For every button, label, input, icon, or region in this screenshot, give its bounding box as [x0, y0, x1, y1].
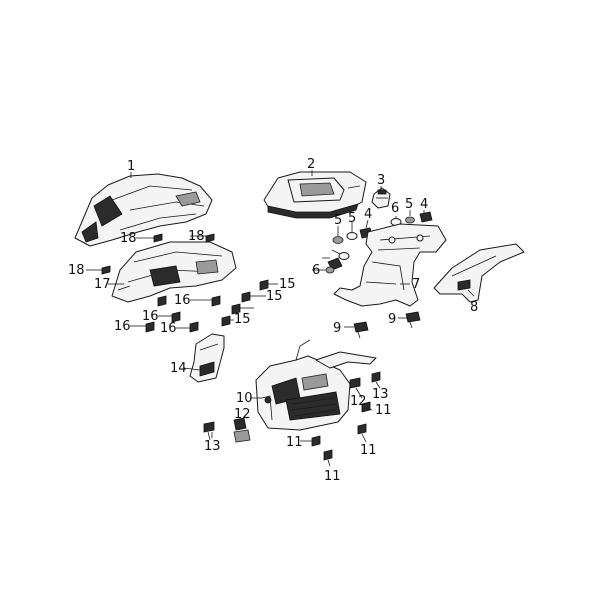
callout-label: 11 — [375, 403, 392, 418]
nut-washer-group — [325, 211, 433, 274]
callout-label: 18 — [68, 263, 85, 278]
callout-labels: 1 2 3 4 4 5 5 5 6 6 7 8 9 9 10 11 11 11 … — [68, 157, 478, 484]
callout-label: 1 — [127, 159, 135, 174]
callout-label: 5 — [348, 211, 356, 226]
front-fairing-part — [74, 173, 213, 247]
callout-label: 10 — [236, 391, 253, 406]
callout-label: 16 — [114, 319, 131, 334]
callout-label: 18 — [120, 231, 137, 246]
callout-label: 15 — [266, 289, 283, 304]
callout-label: 16 — [174, 293, 191, 308]
leader-lines — [86, 170, 475, 467]
control-unit-assembly-part — [255, 339, 377, 431]
callout-label: 13 — [372, 387, 389, 402]
callout-label: 9 — [333, 321, 341, 336]
callout-label: 8 — [470, 300, 478, 315]
side-bracket-part — [433, 243, 525, 303]
callout-label: 12 — [350, 394, 367, 409]
screw-group-15-16-18 — [101, 233, 269, 333]
callout-label: 6 — [391, 201, 399, 216]
callout-label: 9 — [388, 312, 396, 327]
callout-label: 11 — [286, 435, 303, 450]
callout-label: 4 — [364, 207, 372, 222]
callout-label: 15 — [234, 312, 251, 327]
mounting-bracket-part — [333, 223, 447, 307]
callout-label: 5 — [334, 213, 342, 228]
instrument-cluster-part — [263, 171, 367, 219]
callout-label: 12 — [234, 407, 251, 422]
callout-label: 7 — [412, 277, 420, 292]
callout-label: 13 — [204, 439, 221, 454]
callout-label: 11 — [360, 443, 377, 458]
inner-cover-part — [111, 241, 237, 303]
callout-label: 5 — [405, 197, 413, 212]
fastener-group-11-12-13 — [203, 371, 381, 461]
callout-label: 15 — [279, 277, 296, 292]
callout-label: 16 — [142, 309, 159, 324]
cap-knob-part — [371, 187, 391, 209]
callout-label: 4 — [420, 197, 428, 212]
callout-label: 3 — [377, 173, 385, 188]
bolt-group-9 — [353, 311, 421, 339]
callout-label: 16 — [160, 321, 177, 336]
callout-label: 6 — [312, 263, 320, 278]
small-bracket-part — [189, 333, 225, 383]
callout-label: 18 — [188, 229, 205, 244]
callout-label: 14 — [170, 361, 187, 376]
callout-label: 11 — [324, 469, 341, 484]
callout-label: 2 — [307, 157, 315, 172]
callout-label: 17 — [94, 277, 111, 292]
